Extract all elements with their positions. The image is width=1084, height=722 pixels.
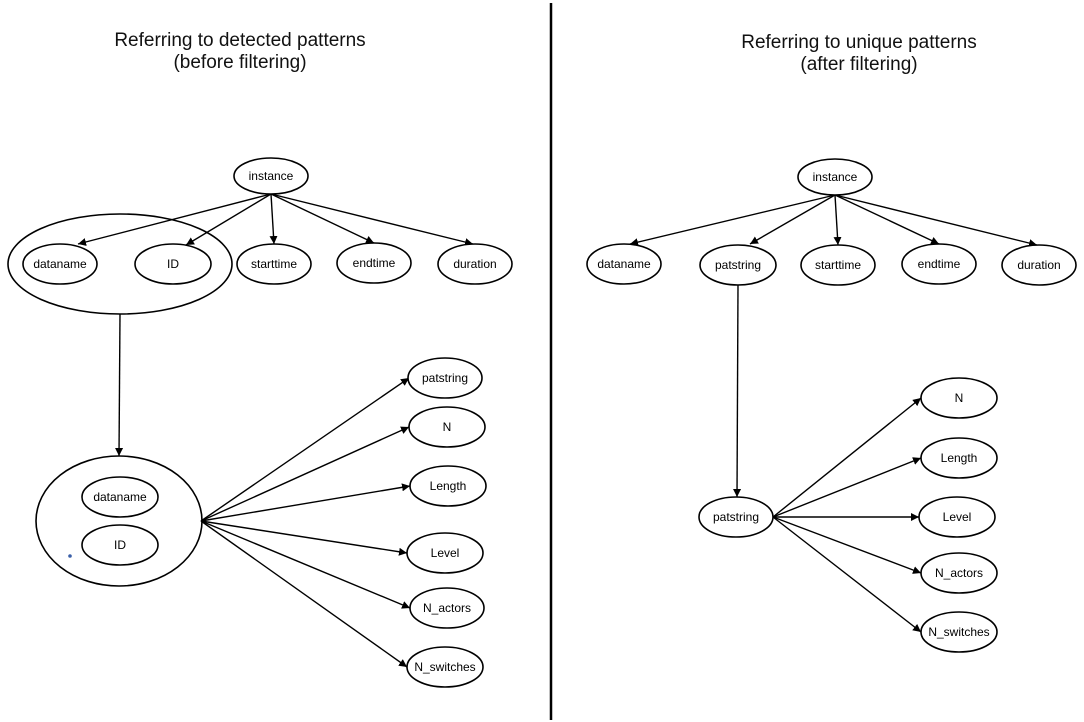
node-left-n-switches: N_switches bbox=[406, 646, 484, 688]
node-right-n: N bbox=[920, 377, 998, 419]
right-title-line2: (after filtering) bbox=[800, 54, 918, 75]
edge-right-instance-to-right-patstring-top bbox=[749, 194, 836, 245]
edge-right-patstring-to-right-n-switches bbox=[772, 516, 922, 633]
label-right-instance: instance bbox=[813, 170, 858, 184]
left-panel-title: Referring to detected patterns (before f… bbox=[60, 30, 420, 74]
node-left-grp-id: ID bbox=[81, 524, 159, 566]
edge-right-patstring-to-right-length bbox=[772, 457, 922, 518]
edge-right-patstring-to-right-n-actors bbox=[772, 516, 922, 574]
label-right-patstring: patstring bbox=[713, 510, 759, 524]
label-left-n-switches: N_switches bbox=[414, 660, 475, 674]
label-left-duration: duration bbox=[453, 257, 496, 271]
edge-right-instance-to-right-starttime bbox=[833, 194, 842, 246]
node-right-instance: instance bbox=[797, 158, 873, 196]
node-left-n: N bbox=[408, 406, 486, 448]
label-left-instance: instance bbox=[249, 169, 294, 183]
right-panel-title: Referring to unique patterns (after filt… bbox=[679, 32, 1039, 76]
label-right-starttime: starttime bbox=[815, 258, 861, 272]
edge-left-instance-to-left-id bbox=[185, 193, 272, 246]
node-left-n-actors: N_actors bbox=[409, 587, 485, 629]
node-left-level: Level bbox=[406, 532, 484, 574]
node-right-dataname: dataname bbox=[586, 243, 662, 285]
edge-right-instance-to-right-endtime bbox=[834, 194, 940, 245]
node-left-length: Length bbox=[409, 465, 487, 507]
edge-left-group-bottom-to-left-length bbox=[200, 483, 411, 522]
edge-left-instance-to-left-endtime bbox=[270, 193, 375, 244]
node-left-dataname: dataname bbox=[22, 243, 98, 285]
label-left-dataname: dataname bbox=[33, 257, 87, 271]
edge-left-instance-to-left-starttime bbox=[269, 193, 278, 245]
node-left-starttime: starttime bbox=[236, 243, 312, 285]
node-left-instance: instance bbox=[233, 157, 309, 195]
node-left-endtime: endtime bbox=[336, 242, 412, 284]
edge-left-group-bottom-to-left-n-actors bbox=[200, 520, 411, 609]
label-left-n-actors: N_actors bbox=[423, 601, 471, 615]
edge-right-patstring-to-right-n bbox=[772, 397, 922, 518]
node-right-patstring: patstring bbox=[698, 496, 774, 538]
edge-right-patstring-top-to-right-patstring bbox=[733, 284, 742, 498]
node-left-duration: duration bbox=[437, 243, 513, 285]
left-title-line1: Referring to detected patterns bbox=[114, 30, 366, 51]
node-right-length: Length bbox=[920, 437, 998, 479]
label-right-n-switches: N_switches bbox=[928, 625, 989, 639]
label-left-id: ID bbox=[167, 257, 179, 271]
left-title-line2: (before filtering) bbox=[173, 52, 307, 73]
edge-left-instance-to-left-duration bbox=[270, 193, 474, 246]
label-right-length: Length bbox=[941, 451, 978, 465]
label-right-patstring-top: patstring bbox=[715, 258, 761, 272]
node-right-n-actors: N_actors bbox=[920, 552, 998, 594]
label-right-endtime: endtime bbox=[918, 257, 961, 271]
label-left-endtime: endtime bbox=[353, 256, 396, 270]
edge-left-group-top-to-left-group-bottom bbox=[115, 313, 124, 457]
node-left-patstring: patstring bbox=[407, 357, 483, 399]
edges-layer bbox=[77, 193, 1038, 668]
label-right-dataname: dataname bbox=[597, 257, 651, 271]
node-right-level: Level bbox=[918, 496, 996, 538]
node-right-patstring-top: patstring bbox=[699, 244, 777, 286]
right-title-line1: Referring to unique patterns bbox=[741, 32, 977, 53]
label-left-grp-id: ID bbox=[114, 538, 126, 552]
edge-left-instance-to-left-dataname bbox=[77, 193, 272, 246]
label-right-n-actors: N_actors bbox=[935, 566, 983, 580]
edge-left-group-bottom-to-left-level bbox=[200, 520, 408, 556]
node-right-starttime: starttime bbox=[800, 244, 876, 286]
edge-right-instance-to-right-dataname bbox=[629, 194, 836, 247]
edge-left-group-bottom-to-left-n-switches bbox=[200, 520, 408, 668]
edge-left-group-bottom-to-left-patstring bbox=[200, 377, 410, 522]
label-left-n: N bbox=[443, 420, 452, 434]
node-right-endtime: endtime bbox=[901, 243, 977, 285]
label-left-grp-dataname: dataname bbox=[93, 490, 147, 504]
node-right-n-switches: N_switches bbox=[920, 611, 998, 653]
left-group-bottom bbox=[35, 455, 203, 587]
label-left-level: Level bbox=[431, 546, 460, 560]
edge-left-group-bottom-to-left-n bbox=[200, 426, 410, 522]
node-left-grp-dataname: dataname bbox=[81, 476, 159, 518]
label-right-duration: duration bbox=[1017, 258, 1060, 272]
stray-dot bbox=[68, 554, 72, 558]
label-left-starttime: starttime bbox=[251, 257, 297, 271]
node-left-id: ID bbox=[134, 243, 212, 285]
left-group-top bbox=[7, 213, 233, 315]
label-left-length: Length bbox=[430, 479, 467, 493]
label-left-patstring: patstring bbox=[422, 371, 468, 385]
label-right-n: N bbox=[955, 391, 964, 405]
edge-right-instance-to-right-duration bbox=[834, 194, 1038, 247]
node-right-duration: duration bbox=[1001, 244, 1077, 286]
label-right-level: Level bbox=[943, 510, 972, 524]
